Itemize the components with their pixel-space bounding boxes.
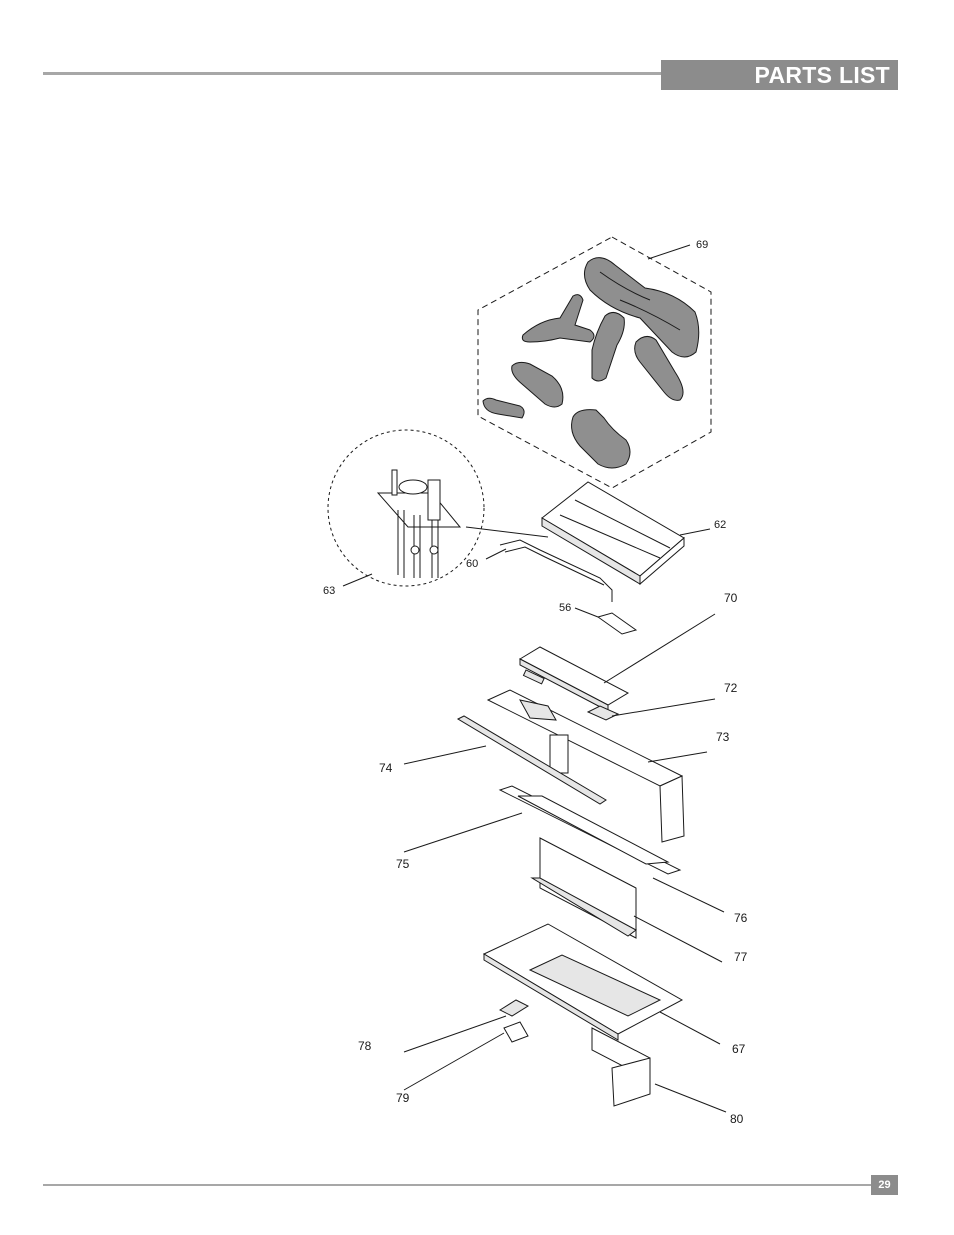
header-rule: [43, 72, 661, 75]
callout-74: 74: [379, 761, 393, 775]
callout-77: 77: [734, 950, 748, 964]
callout-79: 79: [396, 1091, 410, 1105]
part-80-side-panel: [591, 1027, 727, 1113]
footer-rule: [43, 1184, 871, 1186]
callout-60: 60: [466, 558, 478, 570]
part-77-rear-panel: [530, 837, 723, 963]
part-67-base-pan: [482, 923, 721, 1045]
part-62-burner-tray: [541, 481, 711, 586]
part-56-bracket: [574, 607, 638, 635]
callout-56: 56: [559, 602, 571, 614]
part-74-rail: [403, 715, 607, 805]
page-title: PARTS LIST: [661, 60, 898, 90]
callout-75: 75: [396, 857, 410, 871]
callout-80: 80: [730, 1112, 744, 1126]
part-63-pilot-assembly: [327, 429, 549, 587]
part-72-plate: [586, 698, 716, 721]
callout-78: 78: [358, 1039, 372, 1053]
part-75-frame: [403, 785, 682, 875]
part-60-burner-tube: [485, 539, 613, 602]
page-number: 29: [871, 1175, 898, 1195]
callout-76: 76: [734, 911, 748, 925]
callout-69: 69: [696, 239, 708, 251]
part-78-bracket: [403, 999, 530, 1053]
part-69-log-set: [477, 236, 712, 489]
part-76-corner: [652, 877, 725, 913]
callout-62: 62: [714, 519, 726, 531]
part-79-bracket: [403, 1021, 529, 1091]
part-70-top-shield: [518, 613, 716, 712]
callout-63: 63: [323, 585, 335, 597]
callout-72: 72: [724, 681, 738, 695]
callout-67: 67: [732, 1042, 746, 1056]
part-73-firebox-top: [486, 689, 708, 843]
callout-73: 73: [716, 730, 730, 744]
callout-70: 70: [724, 591, 738, 605]
